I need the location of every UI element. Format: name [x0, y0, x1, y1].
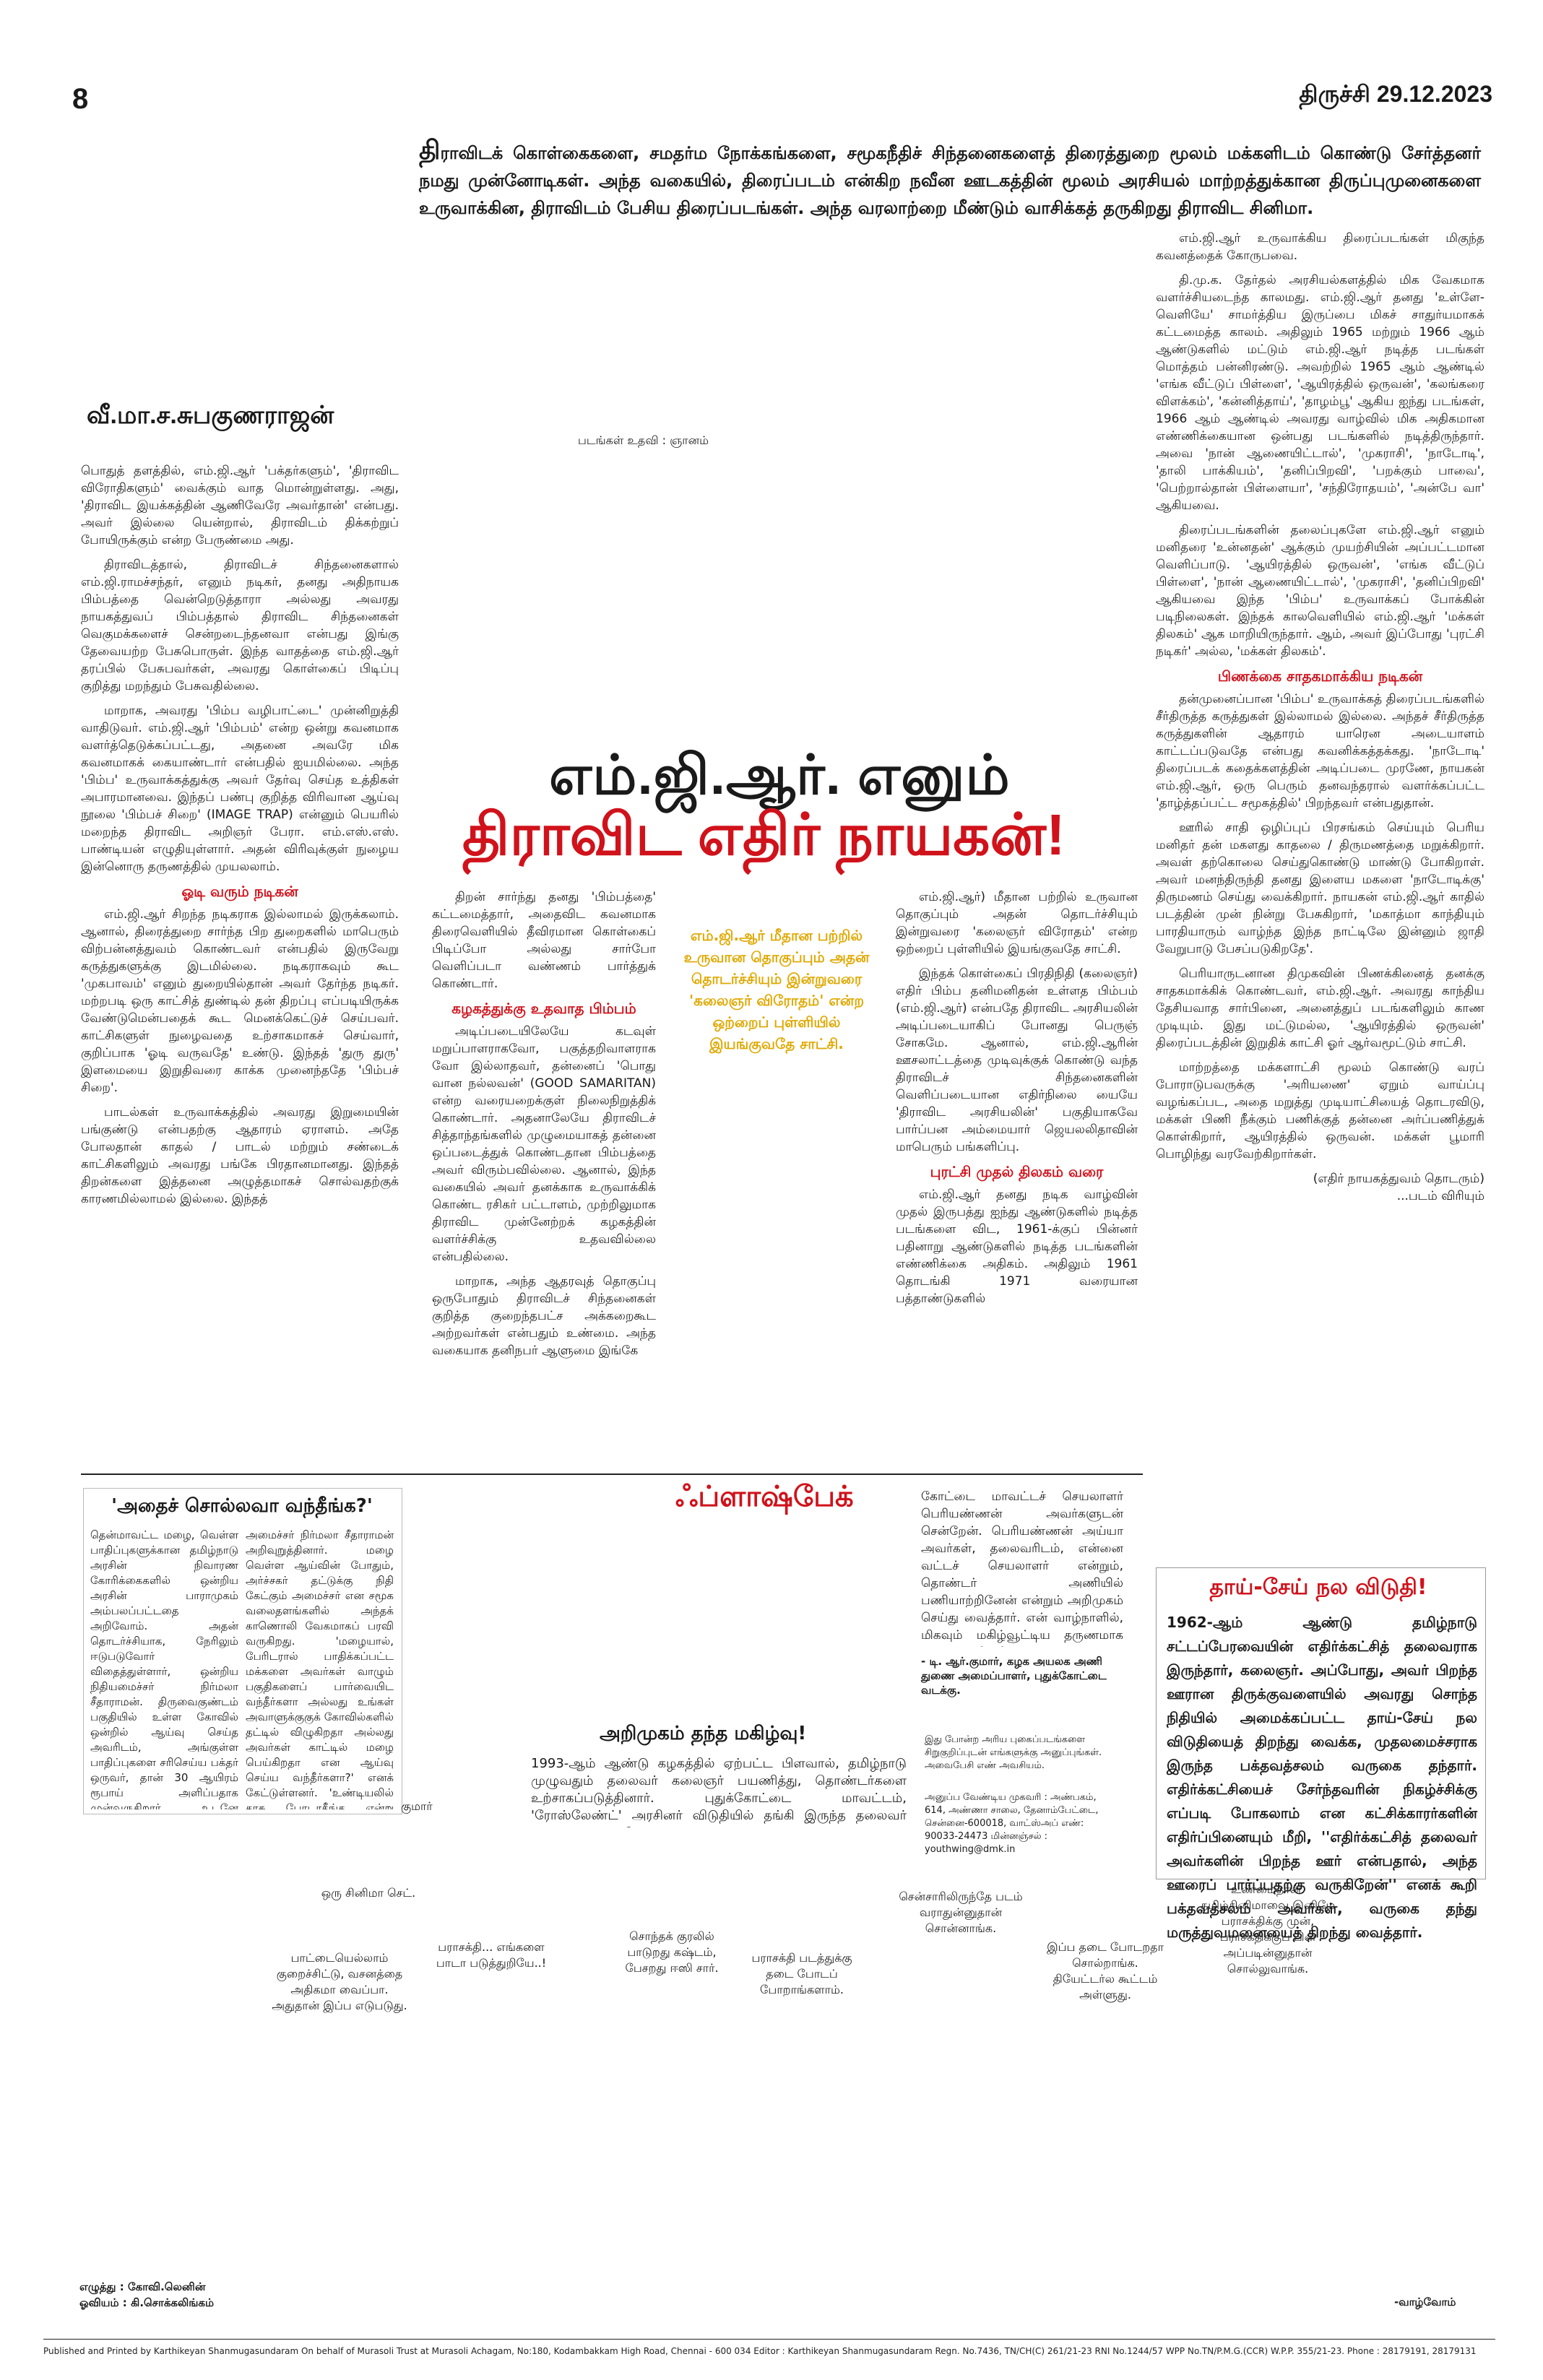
- comic-artist-credit: ஓவியம் : கி.சொக்கலிங்கம்: [79, 2296, 215, 2309]
- comic-panel-caption: ஒரு சினிமா செட்.: [321, 1886, 416, 1900]
- col1-para: மாறாக, அவரது 'பிம்ப வழிபாட்டை' முன்னிறுத…: [81, 704, 399, 874]
- col1-para: திராவிடத்தால், திராவிடச் சிந்தனைகளால் எம…: [81, 558, 399, 693]
- col4-para: எம்.ஜி.ஆர்) மீதான பற்றில் உருவான தொகுப்ப…: [896, 890, 1138, 956]
- article-column-1: பொதுத் தளத்தில், எம்.ஜி.ஆர் 'பக்தர்களும்…: [81, 462, 399, 1474]
- news-box-right: [1156, 1567, 1486, 1879]
- news-box-left-col-a: தென்மாவட்ட மழை, வெள்ள பாதிப்புகளுக்கான த…: [90, 1528, 238, 1809]
- col4-para: இந்தக் கொள்கைப் பிரதிநிதி (கலைஞர்) எதிர்…: [896, 966, 1138, 1154]
- news-box-right-text: 1962-ஆம் ஆண்டு தமிழ்நாடு சட்டப்பேரவையின்…: [1167, 1614, 1477, 1941]
- col5-para: மாற்றத்தை மக்களாட்சி மூலம் கொண்டு வரப் ப…: [1156, 1060, 1484, 1161]
- flashback-sign: - டி. ஆர்.குமார், கழக அயலக அணி துணை அமைப…: [921, 1655, 1107, 1697]
- comic-speech-bubble: சொந்தக் குரலில் பாடுறது கஷ்டம், பேசறது ஈ…: [625, 1929, 719, 1975]
- continued-note: (எதிர் நாயகத்துவம் தொடரும்): [1313, 1172, 1484, 1186]
- comic-writer-credit: எழுத்து : கோவி.லெனின்: [79, 2280, 206, 2293]
- imprint-footer: Published and Printed by Karthikeyan Sha…: [43, 2346, 1477, 2356]
- comic-speech-bubble: சென்சாரிலிருந்தே படம் வராதுன்னுதான் சொன்…: [899, 1890, 1023, 1935]
- col5-para: எம்.ஜி.ஆர் உருவாக்கிய திரைப்படங்கள் மிகு…: [1156, 231, 1484, 263]
- pull-quote: எம்.ஜி.ஆர் மீதான பற்றில் உருவான தொகுப்பு…: [683, 927, 870, 1052]
- article-column-3: திறன் சார்ந்து தனது 'பிம்பத்தை' கட்டமைத்…: [432, 888, 656, 1466]
- flashback-subheading: அறிமுகம் தந்த மகிழ்வு!: [600, 1723, 807, 1744]
- headline-line1: எம்.ஜி.ஆர். எனும்: [549, 745, 1011, 806]
- col1-para: பாடல்கள் உருவாக்கத்தில் அவரது இறுமையின் …: [81, 1105, 399, 1206]
- comic-speech-bubble: இப்ப தடை போடறதா சொல்றாங்க. தியேட்டர்ல கூ…: [1047, 1940, 1164, 2002]
- flashback-title: ஃப்ளாஷ்பேக்: [675, 1481, 854, 1513]
- flashback-address: அனுப்ப வேண்டிய முகவரி : அண்பகம், 614, அண…: [925, 1792, 1099, 1855]
- comic-speech-bubble: பாட்டையெல்லாம் குறைச்சிட்டு, வசனத்தை அதி…: [272, 1951, 407, 2012]
- col1-para: பொதுத் தளத்தில், எம்.ஜி.ஆர் 'பக்தர்களும்…: [81, 464, 399, 548]
- comic-speech-bubble: உண்மைதான். தமிழ்சினிமாவை இனிமே பராசக்திக…: [1200, 1882, 1336, 1976]
- col3-para: திறன் சார்ந்து தனது 'பிம்பத்தை' கட்டமைத்…: [432, 890, 656, 991]
- flashback-text: கோட்டை மாவட்டச் செயலாளர் பெரியண்ணன் அவர்…: [921, 1489, 1123, 1647]
- comic-speech-bubble: பராசக்தி படத்துக்கு தடை போடப் போறாங்களாம…: [751, 1951, 852, 1996]
- dateline: திருச்சி 29.12.2023: [1299, 81, 1492, 107]
- news-box-left-title: 'அதைச் சொல்லவா வந்தீங்க?': [111, 1495, 373, 1517]
- col1-para: எம்.ஜி.ஆர் சிறந்த நடிகராக இல்லாமல் இருக்…: [81, 907, 399, 1095]
- comic-strip: ஒரு சினிமா செட். பாட்டையெல்லாம் குறைச்சி…: [79, 1871, 1488, 2261]
- col4-para: எம்.ஜி.ஆர் தனது நடிக வாழ்வின் முதல் இருப…: [896, 1187, 1138, 1306]
- news-box-left-col-b: அமைச்சர் நிர்மலா சீதாராமன் அறிவுறுத்தினா…: [246, 1528, 394, 1809]
- col3-subheading: கழகத்துக்கு உதவாத பிம்பம்: [451, 1000, 636, 1017]
- article-column-4: எம்.ஜி.ஆர்) மீதான பற்றில் உருவான தொகுப்ப…: [896, 888, 1138, 1466]
- col5-para: பெரியாருடனான திமுகவின் பிணக்கினைத் தனக்க…: [1156, 966, 1484, 1050]
- col5-para: தன்முனைப்பான 'பிம்ப' உருவாக்கத் திரைப்பட…: [1156, 692, 1484, 810]
- col1-subheading: ஓடி வரும் நடிகன்: [181, 883, 298, 900]
- col5-para: திரைப்படங்களின் தலைப்புகளே எம்.ஜி.ஆர் என…: [1156, 523, 1484, 659]
- flashback-photo: [433, 1524, 914, 1719]
- photo-credit: படங்கள் உதவி : ஞானம்: [578, 433, 709, 447]
- news-box-left-sign: குமார்: [401, 1799, 433, 1813]
- news-box-right-title: தாய்-சேய் நல விடுதி!: [1209, 1575, 1427, 1600]
- page-number: 8: [72, 83, 89, 115]
- continued-note-2: ...படம் விரியும்: [1396, 1189, 1484, 1203]
- comic-credits: எழுத்து : கோவி.லெனின் ஓவியம் : கி.சொக்கல…: [79, 2279, 214, 2311]
- intro-drop-cap: தி: [419, 136, 441, 165]
- col3-para: அடிப்படையிலேயே கடவுள் மறுப்பாளராகவோ, பகு…: [432, 1024, 656, 1264]
- col3-para: மாறாக, அந்த ஆதரவுத் தொகுப்பு ஒருபோதும் த…: [432, 1274, 656, 1358]
- intro-paragraph: திராவிடக் கொள்கைகளை, சமதர்ம நோக்கங்களை, …: [419, 137, 1481, 222]
- headline-line2: திராவிட எதிர் நாயகன்!: [462, 802, 1066, 867]
- col5-para: ஊரில் சாதி ஒழிப்புப் பிரசங்கம் செய்யும் …: [1156, 821, 1484, 956]
- flashback-body: 1993-ஆம் ஆண்டு கழகத்தில் ஏற்பட்ட பிளவால்…: [531, 1756, 907, 1827]
- author-name: வீ.மா.ச.சுபகுணராஜன்: [87, 402, 334, 429]
- news-box-left: [83, 1488, 402, 1814]
- footer-rule: [43, 2339, 1495, 2340]
- intro-text: ராவிடக் கொள்கைகளை, சமதர்ம நோக்கங்களை, சம…: [419, 143, 1481, 218]
- comic-continued: -வாழ்வோம்: [1394, 2295, 1456, 2308]
- article-column-5: எம்.ஜி.ஆர் உருவாக்கிய திரைப்படங்கள் மிகு…: [1156, 230, 1484, 1523]
- comic-speech-bubble: பராசக்தி... எங்களை பாடா படுத்துறியே..!: [436, 1940, 547, 1970]
- section-divider: [81, 1474, 1143, 1475]
- col5-subheading: பிணக்கை சாதகமாக்கிய நடிகன்: [1217, 667, 1423, 685]
- col4-subheading: புரட்சி முதல் திலகம் வரை: [930, 1163, 1104, 1180]
- col5-para: தி.மு.க. தேர்தல் அரசியல்களத்தில் மிக வேக…: [1156, 273, 1484, 513]
- flashback-note: இது போன்ற அரிய புகைப்படங்களை சிறுகுறிப்ப…: [925, 1734, 1102, 1771]
- photo-area: [405, 238, 1141, 708]
